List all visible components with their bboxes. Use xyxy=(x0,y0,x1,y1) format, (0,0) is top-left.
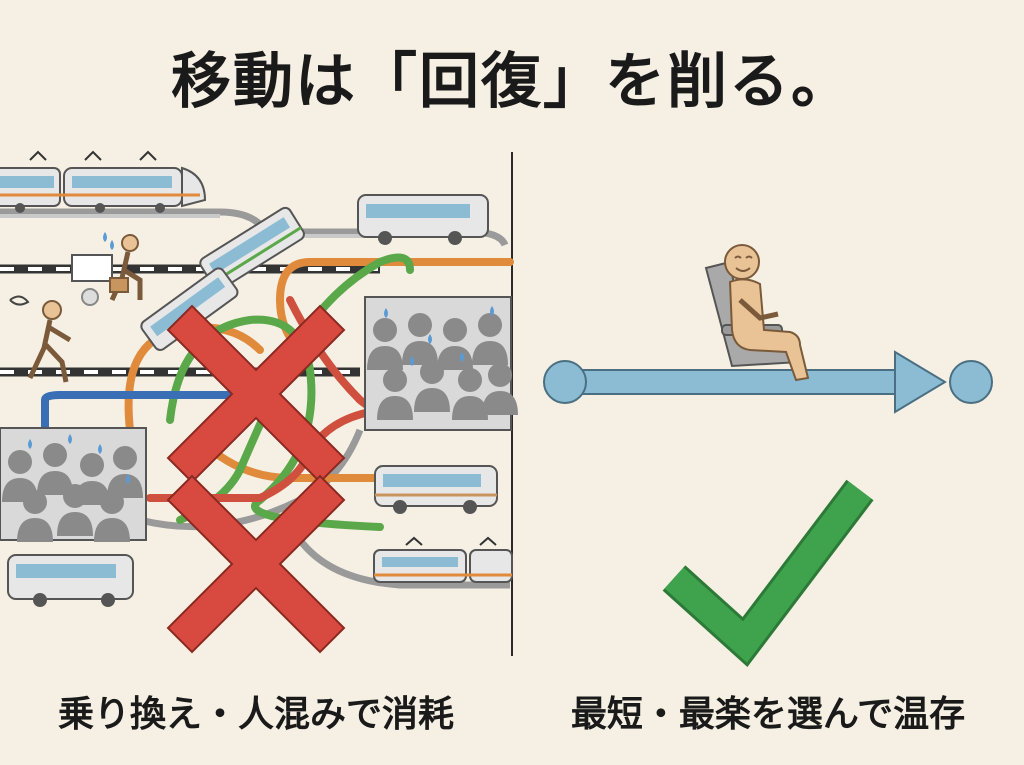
left-panel-scene xyxy=(0,150,518,654)
train-icon xyxy=(373,536,513,583)
check-mark-icon xyxy=(664,481,872,663)
bus-icon xyxy=(357,194,489,245)
cross-mark-icon xyxy=(166,304,346,654)
bus-icon xyxy=(7,554,134,607)
route-arrow-icon xyxy=(543,350,993,414)
walking-person-icon xyxy=(71,234,143,306)
page-title: 移動は「回復」を削る。 xyxy=(171,47,853,117)
walking-person-icon xyxy=(9,295,72,383)
right-panel-scene xyxy=(543,244,993,668)
right-caption: 最短・最楽を選んで温存 xyxy=(570,694,966,735)
train-icon xyxy=(0,150,207,213)
bus-icon xyxy=(374,465,498,514)
route-end-node xyxy=(949,360,993,404)
crowd-icon xyxy=(364,296,518,431)
left-caption: 乗り換え・人混みで消耗 xyxy=(57,694,454,735)
crowd-icon xyxy=(0,427,147,542)
seated-person-icon xyxy=(704,244,810,382)
route-start-node xyxy=(543,360,587,404)
sweat-drop xyxy=(103,232,107,242)
